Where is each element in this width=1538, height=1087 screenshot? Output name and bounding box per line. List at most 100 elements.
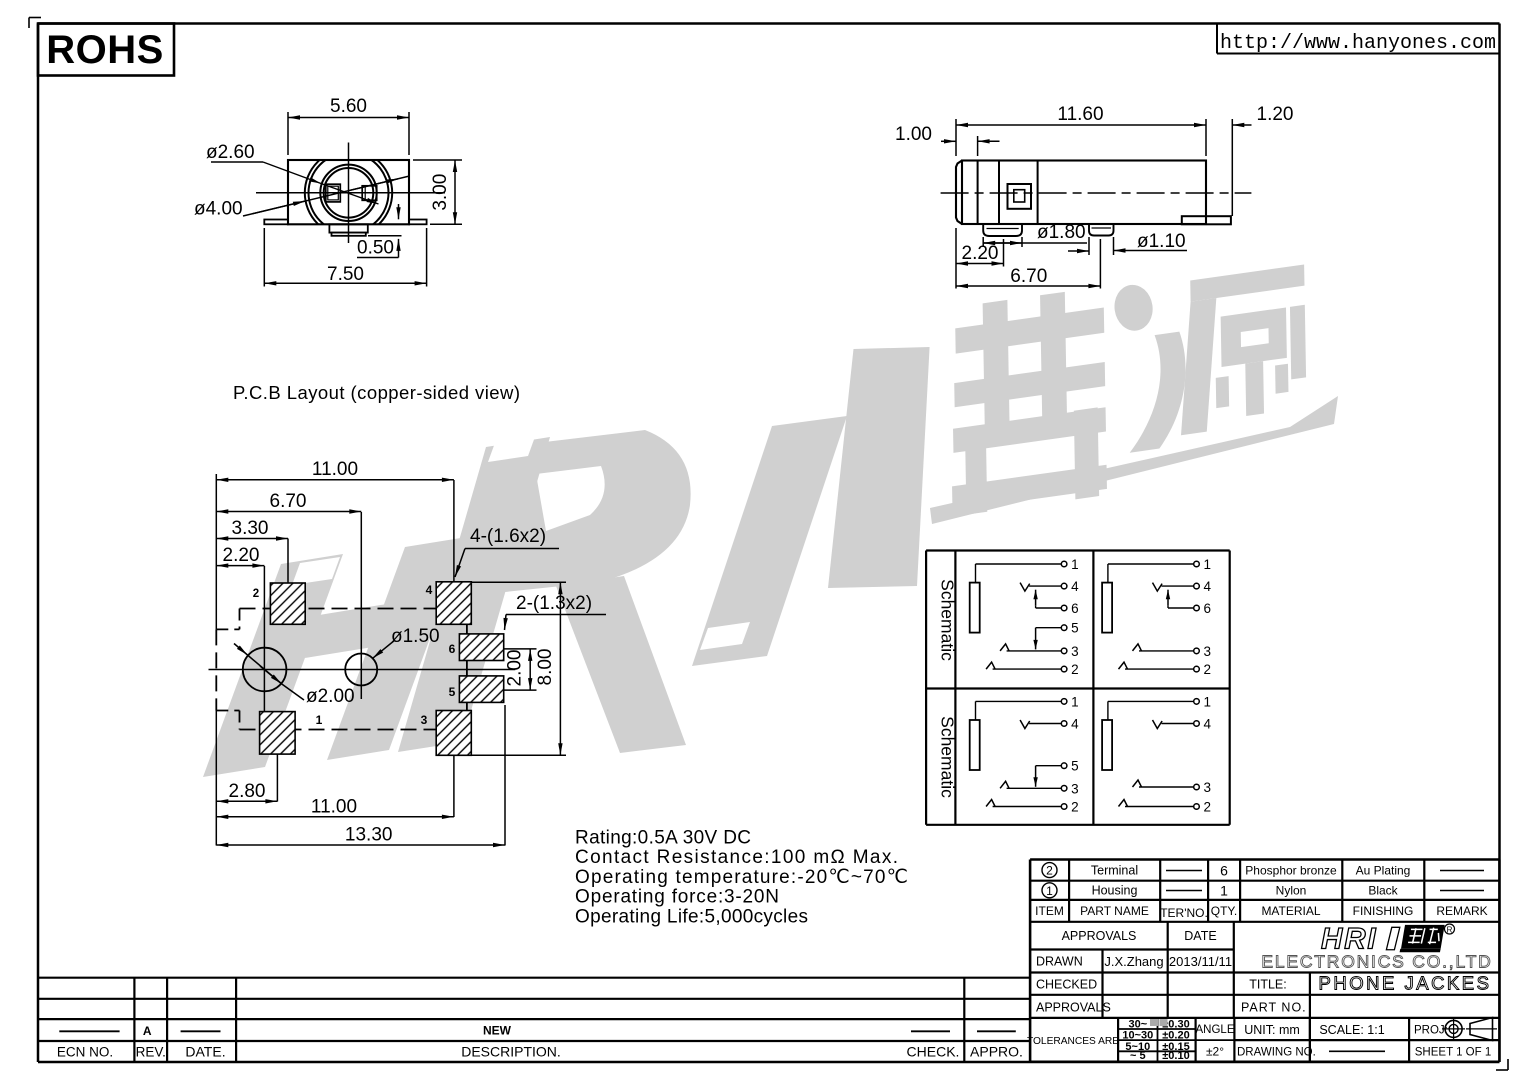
svg-text:4: 4 xyxy=(1204,717,1212,732)
svg-text:2: 2 xyxy=(1046,864,1053,878)
svg-text:HRI: HRI xyxy=(1321,922,1377,955)
svg-text:Au Plating: Au Plating xyxy=(1356,864,1411,878)
svg-text:ROHS: ROHS xyxy=(46,28,164,72)
svg-text:A: A xyxy=(143,1024,152,1038)
svg-text:30~: 30~ xyxy=(1128,1019,1147,1031)
svg-text:Terminal: Terminal xyxy=(1091,864,1138,878)
svg-text:3: 3 xyxy=(1071,644,1079,659)
svg-text:http://www.hanyones.com: http://www.hanyones.com xyxy=(1220,32,1496,55)
svg-text:2: 2 xyxy=(1071,662,1079,677)
svg-text:REMARK: REMARK xyxy=(1436,904,1487,918)
svg-text:11.00: 11.00 xyxy=(311,797,357,818)
svg-text:6: 6 xyxy=(449,642,456,656)
svg-text:11.60: 11.60 xyxy=(1057,104,1103,125)
svg-text:5: 5 xyxy=(449,685,456,699)
svg-text:2: 2 xyxy=(1071,800,1079,815)
svg-text:2.20: 2.20 xyxy=(962,243,999,264)
svg-text:CHECKED: CHECKED xyxy=(1036,978,1097,992)
svg-text:4: 4 xyxy=(1071,717,1079,732)
svg-text:APPROVALS: APPROVALS xyxy=(1036,1001,1111,1015)
svg-text:4-(1.6x2): 4-(1.6x2) xyxy=(470,526,546,547)
svg-text:ELECTRONICS CO.,LTD: ELECTRONICS CO.,LTD xyxy=(1261,952,1492,972)
svg-text:1: 1 xyxy=(1220,883,1228,899)
svg-text:6: 6 xyxy=(1071,601,1079,616)
svg-text:Phosphor bronze: Phosphor bronze xyxy=(1245,864,1337,878)
svg-text:APPRO.: APPRO. xyxy=(970,1044,1023,1060)
svg-text:2.20: 2.20 xyxy=(223,545,260,566)
svg-text:1: 1 xyxy=(1046,884,1053,898)
svg-text:UNIT: mm: UNIT: mm xyxy=(1244,1023,1300,1037)
svg-text:Nylon: Nylon xyxy=(1276,884,1307,898)
svg-text:5.60: 5.60 xyxy=(330,96,367,117)
svg-text:7.50: 7.50 xyxy=(327,264,364,285)
svg-text:QTY.: QTY. xyxy=(1211,904,1237,918)
svg-text:MATERIAL: MATERIAL xyxy=(1261,904,1320,918)
svg-text:ITEM: ITEM xyxy=(1035,904,1064,918)
svg-text:ø4.00: ø4.00 xyxy=(194,199,243,220)
svg-text:Schematic: Schematic xyxy=(938,716,958,798)
svg-text:ø1.80: ø1.80 xyxy=(1037,222,1086,243)
svg-text:Operating force:3-20N: Operating force:3-20N xyxy=(575,887,779,908)
svg-text:10~30: 10~30 xyxy=(1122,1030,1153,1042)
svg-text:APPROVALS: APPROVALS xyxy=(1062,929,1137,943)
svg-text:3.30: 3.30 xyxy=(232,518,269,539)
svg-text:11.00: 11.00 xyxy=(312,459,358,480)
svg-text:2: 2 xyxy=(1204,800,1212,815)
svg-text:5: 5 xyxy=(1071,759,1079,774)
svg-text:8.00: 8.00 xyxy=(535,649,556,686)
svg-text:±0.20: ±0.20 xyxy=(1162,1030,1189,1042)
svg-text:ø1.10: ø1.10 xyxy=(1137,231,1186,252)
svg-text:P.C.B Layout (copper-sided v: P.C.B Layout (copper-sided view) xyxy=(233,382,520,403)
svg-text:Contact Resistance:100 mΩ M: Contact Resistance:100 mΩ Max. xyxy=(575,847,898,868)
svg-text:5: 5 xyxy=(1071,621,1079,636)
svg-text:~ 5: ~ 5 xyxy=(1130,1050,1146,1062)
svg-text:6: 6 xyxy=(1204,601,1212,616)
svg-text:DATE.: DATE. xyxy=(185,1044,225,1060)
svg-text:ø2.00: ø2.00 xyxy=(306,686,355,707)
svg-text:6.70: 6.70 xyxy=(270,491,307,512)
svg-text:2.00: 2.00 xyxy=(505,650,526,687)
svg-text:2: 2 xyxy=(1204,662,1212,677)
svg-text:±0.10: ±0.10 xyxy=(1162,1050,1189,1062)
svg-text:Operating temperature:-20℃~70: Operating temperature:-20℃~70℃ xyxy=(575,867,908,888)
svg-text:1: 1 xyxy=(316,713,323,727)
svg-text:±2°: ±2° xyxy=(1206,1045,1224,1059)
svg-text:13.30: 13.30 xyxy=(345,825,393,846)
svg-text:PHONE JACKES: PHONE JACKES xyxy=(1319,973,1492,994)
svg-text:DESCRIPTION.: DESCRIPTION. xyxy=(461,1044,561,1060)
svg-text:DATE: DATE xyxy=(1184,929,1216,943)
svg-text:FINISHING: FINISHING xyxy=(1353,904,1414,918)
svg-text:Black: Black xyxy=(1368,884,1398,898)
svg-text:6.70: 6.70 xyxy=(1010,266,1047,287)
svg-text:0.50: 0.50 xyxy=(357,238,394,259)
svg-text:PROJ:: PROJ: xyxy=(1414,1025,1448,1037)
svg-text:R: R xyxy=(1447,926,1453,935)
svg-text:2.80: 2.80 xyxy=(229,781,266,802)
svg-text:1.00: 1.00 xyxy=(895,124,932,145)
svg-text:3.00: 3.00 xyxy=(430,174,451,211)
svg-text:2-(1.3x2): 2-(1.3x2) xyxy=(516,593,592,614)
svg-text:ANGLE: ANGLE xyxy=(1196,1024,1235,1036)
svg-text:1: 1 xyxy=(1071,694,1079,709)
svg-text:Operating Life:5,000cycles: Operating Life:5,000cycles xyxy=(575,906,808,927)
svg-text:4: 4 xyxy=(426,583,433,597)
svg-text:PART NAME: PART NAME xyxy=(1080,904,1149,918)
svg-text:1.20: 1.20 xyxy=(1257,104,1294,125)
svg-text:SHEET 1 OF 1: SHEET 1 OF 1 xyxy=(1415,1047,1491,1059)
svg-text:ECN NO.: ECN NO. xyxy=(57,1045,113,1060)
svg-text:1: 1 xyxy=(1204,557,1212,572)
svg-text:2: 2 xyxy=(253,588,259,600)
svg-text:1: 1 xyxy=(1204,694,1212,709)
svg-text:±0.15: ±0.15 xyxy=(1162,1041,1189,1053)
svg-text:4: 4 xyxy=(1071,579,1079,594)
svg-text:REV.: REV. xyxy=(136,1045,166,1060)
svg-text:TOLERANCES ARE: TOLERANCES ARE xyxy=(1027,1036,1119,1047)
svg-text:4: 4 xyxy=(1204,579,1212,594)
svg-text:ø2.60: ø2.60 xyxy=(206,142,255,163)
svg-text:1: 1 xyxy=(1071,557,1079,572)
svg-text:±0.30: ±0.30 xyxy=(1162,1019,1189,1031)
svg-text:TER'NO.: TER'NO. xyxy=(1160,906,1208,920)
svg-text:DRAWN: DRAWN xyxy=(1036,955,1083,969)
svg-text:ø1.50: ø1.50 xyxy=(391,626,440,647)
svg-text:PART NO.: PART NO. xyxy=(1241,1001,1307,1015)
